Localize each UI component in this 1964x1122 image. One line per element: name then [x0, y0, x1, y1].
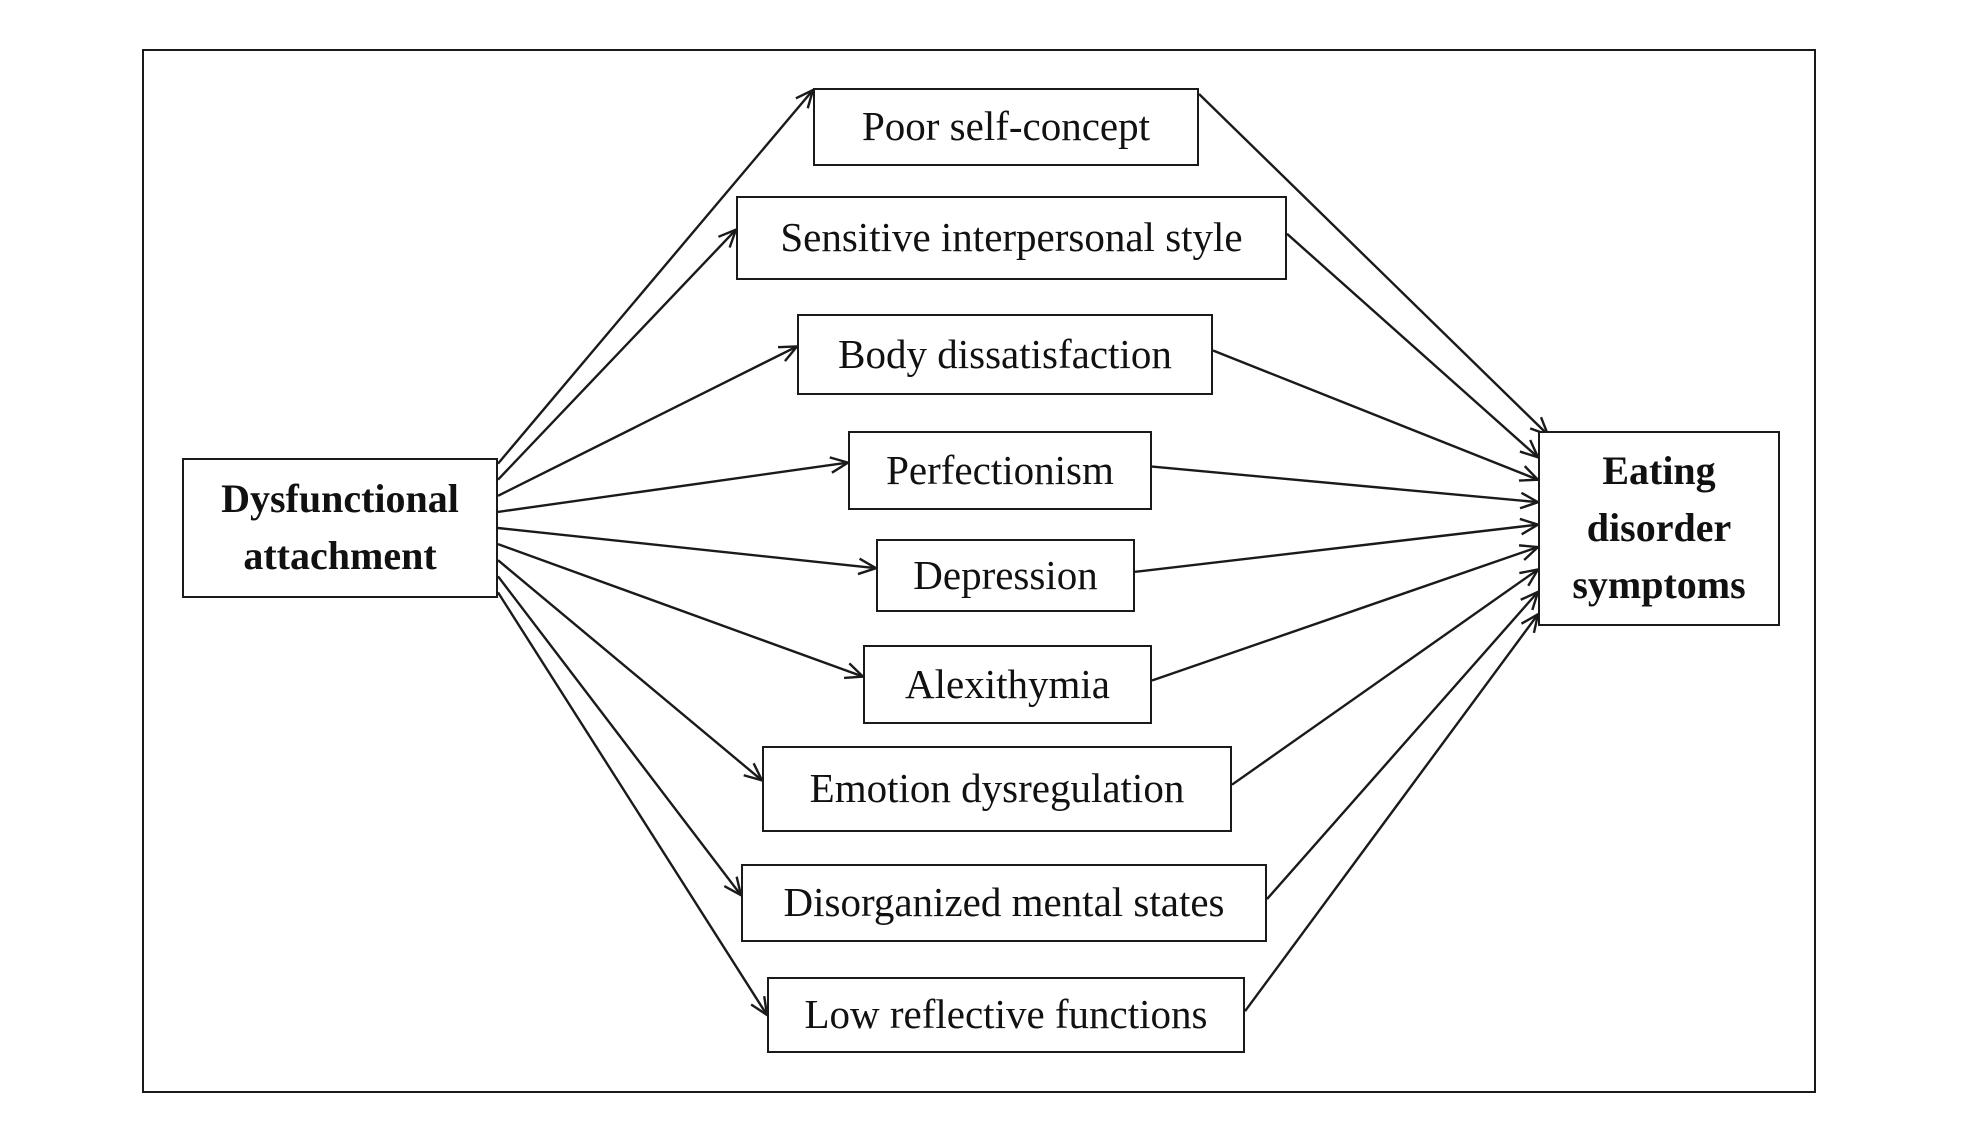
arrow-from-sensitive-interpersonal-style: [1286, 232, 1541, 460]
node-label: Disorganized mental states: [783, 879, 1225, 926]
node-line: attachment: [243, 533, 437, 578]
arrow-to-body-dissatisfaction: [497, 345, 800, 497]
node-sensitive-interpersonal-style: Sensitive interpersonal style: [736, 196, 1287, 280]
node-body-dissatisfaction: Body dissatisfaction: [797, 314, 1213, 395]
node-label: Depression: [913, 551, 1098, 598]
arrow-from-disorganized-mental-states: [1266, 589, 1540, 900]
node-line: symptoms: [1572, 561, 1746, 607]
arrow-to-sensitive-interpersonal-style: [497, 227, 739, 481]
node-label: Perfectionism: [886, 446, 1114, 493]
node-label: Alexithymia: [905, 660, 1110, 707]
node-eating-disorder-symptoms: Eating disorder symptoms: [1538, 431, 1780, 626]
node-depression: Depression: [876, 539, 1135, 612]
node-line: disorder: [1586, 505, 1732, 551]
node-label: Body dissatisfaction: [838, 330, 1172, 377]
node-label: Poor self-concept: [861, 103, 1151, 150]
node-label: Sensitive interpersonal style: [780, 214, 1243, 261]
arrow-to-low-reflective-functions: [496, 591, 769, 1018]
node-label: Low reflective functions: [804, 991, 1208, 1038]
figure-frame: [142, 49, 1816, 1093]
arrow-to-alexithymia: [497, 542, 866, 680]
node-perfectionism: Perfectionism: [848, 431, 1152, 510]
arrow-from-depression: [1134, 517, 1541, 574]
node-label: Emotion dysregulation: [809, 765, 1185, 812]
arrow-from-perfectionism: [1151, 465, 1541, 510]
arrow-to-depression: [497, 526, 879, 576]
node-poor-self-concept: Poor self-concept: [813, 88, 1199, 166]
node-line: Eating: [1602, 448, 1716, 494]
node-disorganized-mental-states: Disorganized mental states: [741, 864, 1267, 942]
node-line: Dysfunctional: [221, 476, 459, 522]
node-alexithymia: Alexithymia: [863, 645, 1152, 724]
node-dysfunctional-attachment: Dysfunctional attachment: [182, 458, 498, 598]
node-emotion-dysregulation: Emotion dysregulation: [762, 746, 1232, 832]
arrow-to-perfectionism: [497, 456, 851, 514]
node-low-reflective-functions: Low reflective functions: [767, 977, 1245, 1053]
arrow-to-disorganized-mental-states: [497, 575, 743, 898]
arrow-from-alexithymia: [1151, 544, 1541, 682]
